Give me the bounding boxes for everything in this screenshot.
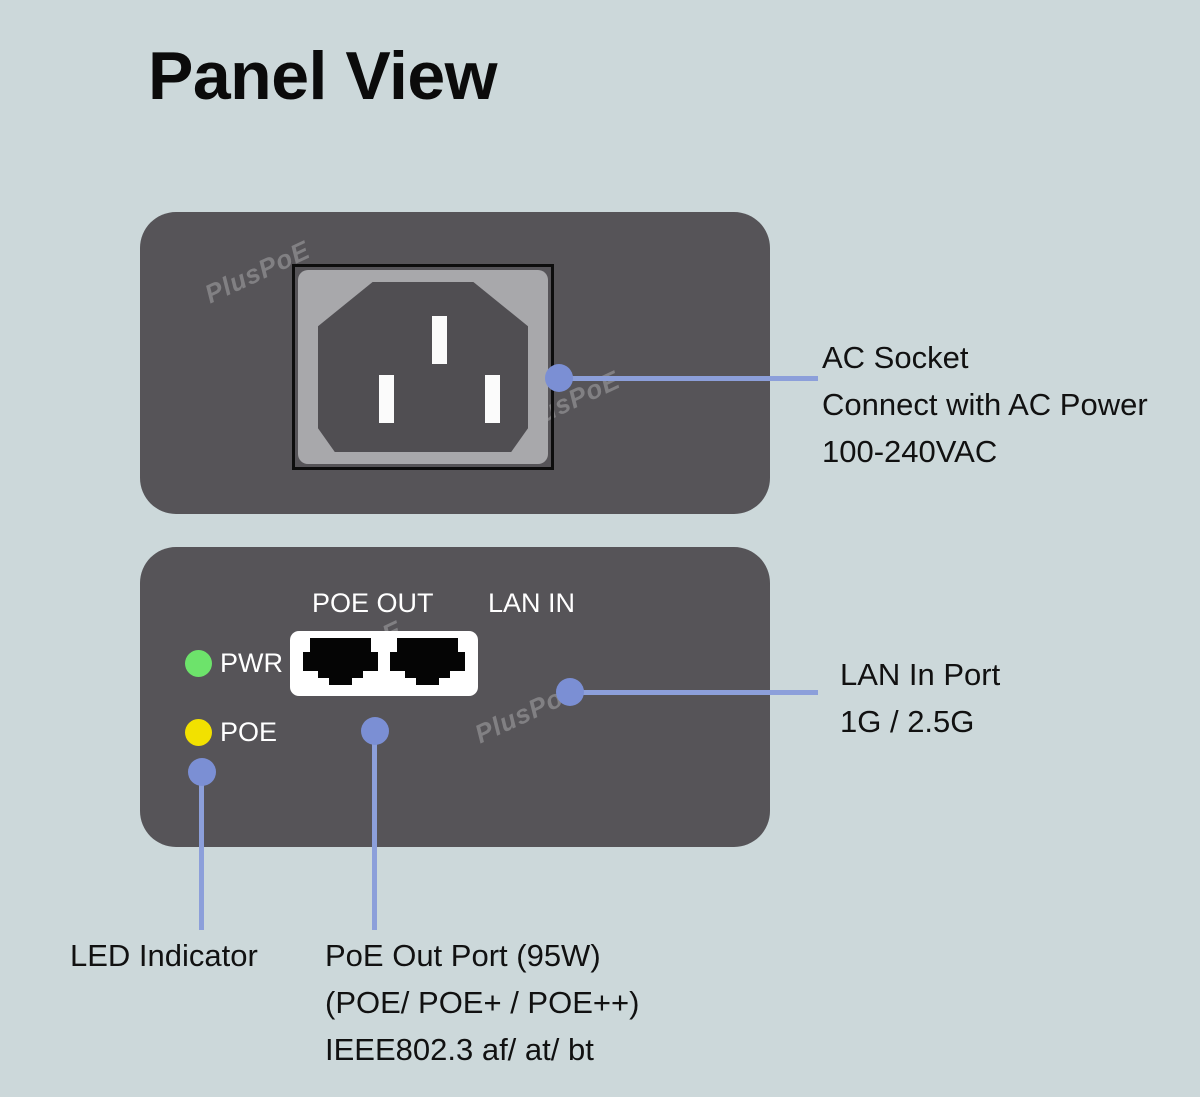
callout-lan-in-line1: LAN In Port bbox=[840, 657, 1001, 692]
ac-socket-pin-neutral bbox=[485, 375, 500, 423]
callout-dot-poe-out[interactable] bbox=[361, 717, 389, 745]
callout-line-poe-out bbox=[372, 737, 377, 930]
port-panel: PlusPoE PlusPoE POE OUT LAN IN PWR POE bbox=[140, 547, 770, 847]
callout-lan-in-line2: 1G / 2.5G bbox=[840, 704, 975, 739]
callout-dot-lan-in[interactable] bbox=[556, 678, 584, 706]
callout-dot-led-indicator[interactable] bbox=[188, 758, 216, 786]
ac-socket-body bbox=[318, 282, 528, 452]
callout-line-led-indicator bbox=[199, 778, 204, 930]
callout-line-lan-in bbox=[576, 690, 818, 695]
ac-inlet-panel: PlusPoE PlusPoE bbox=[140, 212, 770, 514]
callout-led-indicator-line1: LED Indicator bbox=[70, 938, 258, 973]
port-label-lan-in: LAN IN bbox=[488, 588, 576, 618]
callout-dot-ac-socket[interactable] bbox=[545, 364, 573, 392]
callout-ac-socket-line1: AC Socket bbox=[822, 340, 969, 375]
ac-socket-pin-line bbox=[379, 375, 394, 423]
led-pwr-indicator bbox=[185, 650, 212, 677]
led-pwr-label: PWR bbox=[220, 648, 283, 678]
callout-poe-out-line2: (POE/ POE+ / POE++) bbox=[325, 985, 640, 1020]
ac-socket-pin-earth bbox=[432, 316, 447, 364]
poe-out-port[interactable] bbox=[303, 638, 378, 690]
rj45-jack-icon bbox=[303, 638, 378, 685]
callout-ac-socket-line3: 100-240VAC bbox=[822, 434, 998, 469]
callout-line-ac-socket bbox=[565, 376, 818, 381]
lan-in-port[interactable] bbox=[390, 638, 465, 690]
callout-poe-out-line3: IEEE802.3 af/ at/ bt bbox=[325, 1032, 594, 1067]
led-poe-indicator bbox=[185, 719, 212, 746]
port-label-poe-out: POE OUT bbox=[312, 588, 434, 618]
page-title: Panel View bbox=[148, 38, 498, 114]
led-poe-label: POE bbox=[220, 717, 278, 747]
rj45-jack-icon bbox=[390, 638, 465, 685]
callout-poe-out-line1: PoE Out Port (95W) bbox=[325, 938, 601, 973]
rj45-port-block bbox=[290, 631, 478, 696]
ac-socket-bezel bbox=[292, 264, 554, 470]
callout-ac-socket-line2: Connect with AC Power bbox=[822, 387, 1148, 422]
